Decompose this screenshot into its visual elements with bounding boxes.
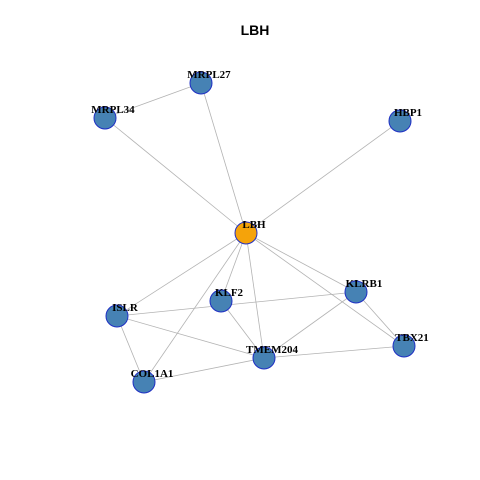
node-lbh: LBH [234,219,266,245]
node-mrpl34: MRPL34 [91,104,135,130]
node-label: MRPL27 [187,69,231,81]
node-label: MRPL34 [91,104,135,116]
node-label: LBH [242,219,266,231]
edge-layer [104,82,405,383]
edge-islr-col1a1 [116,315,145,383]
edge-islr-tmem204 [116,315,265,359]
node-circle [209,289,233,313]
node-circle [234,221,258,245]
edge-tmem204-col1a1 [143,357,265,383]
node-hbp1: HBP1 [388,107,422,133]
node-circle [132,370,156,394]
edge-lbh-col1a1 [143,232,247,383]
edge-lbh-tbx21 [245,232,405,347]
edge-lbh-islr [116,232,247,317]
node-label: COL1A1 [131,368,174,380]
node-label: TMEM204 [246,344,298,356]
node-klf2: KLF2 [209,287,244,313]
edge-lbh-mrpl34 [104,117,247,234]
node-circle [392,334,416,358]
edge-lbh-klf2 [220,232,247,302]
edge-klrb1-tmem204 [263,291,357,359]
node-tmem204: TMEM204 [246,344,298,370]
node-label: KLF2 [215,287,244,299]
graph-title: LBH [241,22,270,38]
node-circle [105,304,129,328]
node-label: ISLR [112,302,139,314]
node-tbx21: TBX21 [392,332,429,358]
node-circle [344,280,368,304]
node-label: HBP1 [394,107,422,119]
node-label: KLRB1 [346,278,383,290]
edge-lbh-klrb1 [245,232,357,293]
edge-tmem204-tbx21 [263,345,405,359]
node-circle [93,106,117,130]
node-label: TBX21 [395,332,429,344]
edge-klf2-tmem204 [220,300,265,359]
node-circle [189,71,213,95]
node-islr: ISLR [105,302,139,328]
node-mrpl27: MRPL27 [187,69,231,95]
edge-lbh-tmem204 [245,232,265,359]
node-col1a1: COL1A1 [131,368,174,394]
edge-lbh-hbp1 [245,120,401,234]
edge-klrb1-islr [116,291,357,317]
edge-lbh-mrpl27 [200,82,247,234]
node-klrb1: KLRB1 [344,278,383,304]
node-circle [388,109,412,133]
edge-klrb1-tbx21 [355,291,405,347]
node-circle [252,346,276,370]
edge-mrpl27-mrpl34 [104,82,202,119]
